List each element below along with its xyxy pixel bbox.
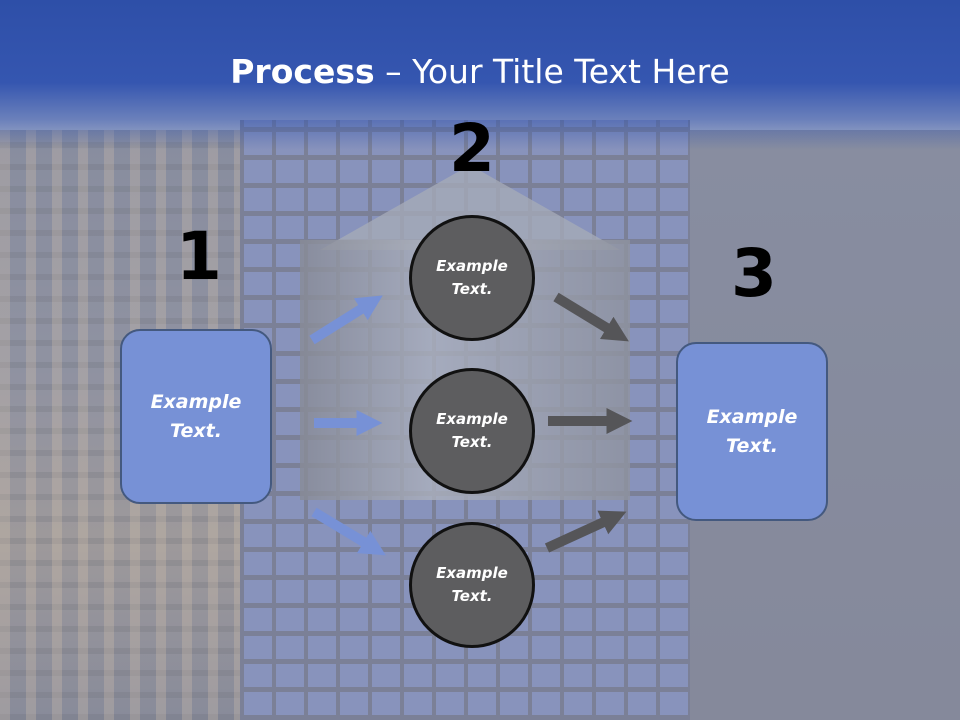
step-number-2: 2 (449, 110, 495, 187)
arrow-left-to-top (309, 295, 383, 345)
output-box: Example Text. (676, 342, 828, 521)
process-circle-bottom: Example Text. (409, 522, 535, 648)
slide-title: Process – Your Title Text Here (0, 52, 960, 91)
title-bold: Process (230, 52, 375, 91)
title-rest: – Your Title Text Here (374, 52, 730, 91)
title-banner (0, 0, 960, 150)
process-circle-middle: Example Text. (409, 368, 535, 494)
arrow-bottom-to-right (544, 510, 627, 553)
input-box: Example Text. (120, 329, 272, 504)
process-circle-middle-text: Example Text. (436, 410, 508, 451)
process-circle-bottom-text: Example Text. (436, 564, 508, 605)
input-box-text: Example Text. (150, 390, 242, 442)
step-number-1: 1 (176, 218, 222, 295)
arrow-top-to-right (553, 292, 629, 342)
step-number-3: 3 (731, 235, 777, 312)
process-circle-top: Example Text. (409, 215, 535, 341)
process-circle-top-text: Example Text. (436, 257, 508, 298)
arrow-left-to-bottom (311, 507, 386, 556)
output-box-text: Example Text. (706, 405, 798, 457)
